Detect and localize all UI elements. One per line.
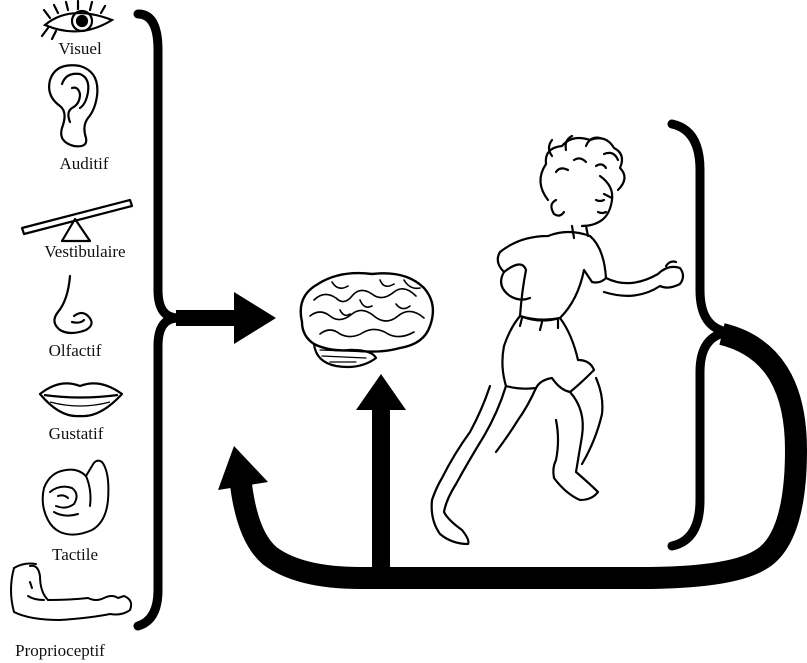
label-visuel: Visuel [58,40,101,57]
hand-icon [43,461,109,535]
seesaw-icon [22,200,132,241]
lips-icon [40,383,122,416]
left-brace [138,14,178,626]
feedback-loop [240,334,796,578]
arm-icon [11,564,131,621]
feedback-arrowhead [218,446,268,490]
label-auditif: Auditif [59,155,108,172]
label-gustatif: Gustatif [49,425,104,442]
label-tactile: Tactile [52,546,98,563]
running-child-icon [432,136,683,544]
label-olfactif: Olfactif [49,342,102,359]
arrow-to-brain [176,292,276,344]
label-proprioceptif: Proprioceptif [15,642,105,659]
nose-icon [54,276,91,333]
right-brace [672,124,728,546]
ear-icon [49,65,97,146]
brain-icon [301,273,433,367]
label-vestibulaire: Vestibulaire [44,243,125,260]
arrow-up-to-brain [356,374,406,578]
eye-icon [42,1,112,39]
